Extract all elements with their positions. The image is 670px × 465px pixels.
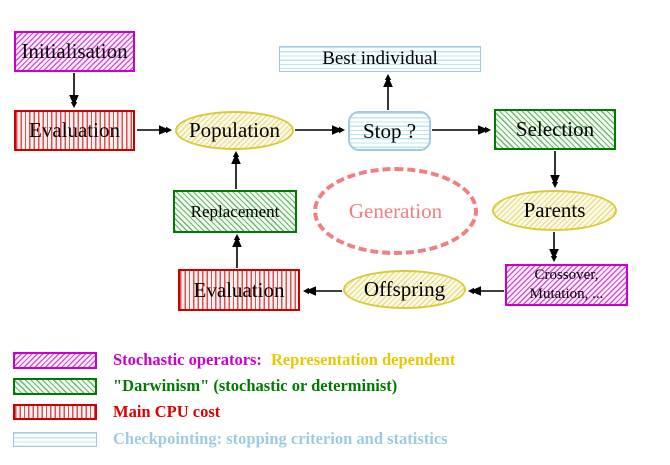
node-replacement: Replacement [173,190,297,233]
legend-label-checkpoint: Checkpointing: stopping criterion and st… [113,429,448,448]
arrow-parents-to-crossover [549,232,559,262]
legend-row-darwinism: "Darwinism" (stochastic or determinist) [13,376,397,396]
legend-row-stochastic: Stochastic operators: Representation dep… [13,350,455,370]
legend-row-cpu: Main CPU cost [13,402,220,422]
node-initialisation-label: Initialisation [21,39,128,64]
node-offspring-label: Offspring [363,277,446,302]
node-evaluation-bottom: Evaluation [178,269,300,311]
legend-label-stochastic-suffix: Representation dependent [270,350,456,369]
arrow-population-to-stop [295,125,345,135]
node-parents: Parents [492,190,617,231]
legend-swatch-cpu [13,404,97,420]
node-selection: Selection [494,109,616,150]
arrow-evaluation_bottom-to-replacement [232,234,242,268]
legend-swatch-checkpoint [13,431,97,447]
arrow-crossover-to-offspring [468,286,504,296]
node-parents-label: Parents [523,198,586,223]
arrow-evaluation_top-to-population [137,125,172,135]
node-initialisation: Initialisation [14,31,135,72]
node-best-individual: Best individual [279,46,481,72]
node-evaluation-bottom-label: Evaluation [193,277,285,302]
node-population: Population [175,111,294,150]
legend-label-cpu: Main CPU cost [113,402,221,421]
node-offspring: Offspring [343,270,466,309]
legend-swatch-stochastic [13,351,97,369]
arrow-replacement-to-population [231,151,241,189]
arrow-offspring-to-evaluation_bottom [303,286,342,296]
node-replacement-label: Replacement [190,201,280,221]
node-generation-label: Generation [348,198,443,223]
legend-label-darwinism: "Darwinism" (stochastic or determinist) [113,376,398,395]
arrow-stop-to-selection [432,125,491,135]
node-stop-label: Stop ? [362,118,417,143]
node-crossover-mutation: Crossover, Mutation, ... [505,264,628,306]
arrow-selection-to-parents [550,151,560,188]
node-evaluation-top: Evaluation [14,110,135,151]
legend-row-checkpoint: Checkpointing: stopping criterion and st… [13,429,448,449]
node-crossover-line1: Crossover, [534,267,599,284]
node-generation: Generation [313,167,478,255]
node-best-individual-label: Best individual [322,48,438,70]
legend-label-stochastic: Stochastic operators: [113,350,262,369]
legend-swatch-darwinism [13,377,97,395]
node-crossover-line2: Mutation, ... [529,286,604,302]
node-population-label: Population [188,118,280,143]
arrow-stop-to-best_individual [383,74,393,110]
node-selection-label: Selection [515,117,595,142]
node-evaluation-top-label: Evaluation [29,118,120,143]
node-stop: Stop ? [348,111,431,151]
arrow-initialisation-to-evaluation_top [69,73,79,108]
